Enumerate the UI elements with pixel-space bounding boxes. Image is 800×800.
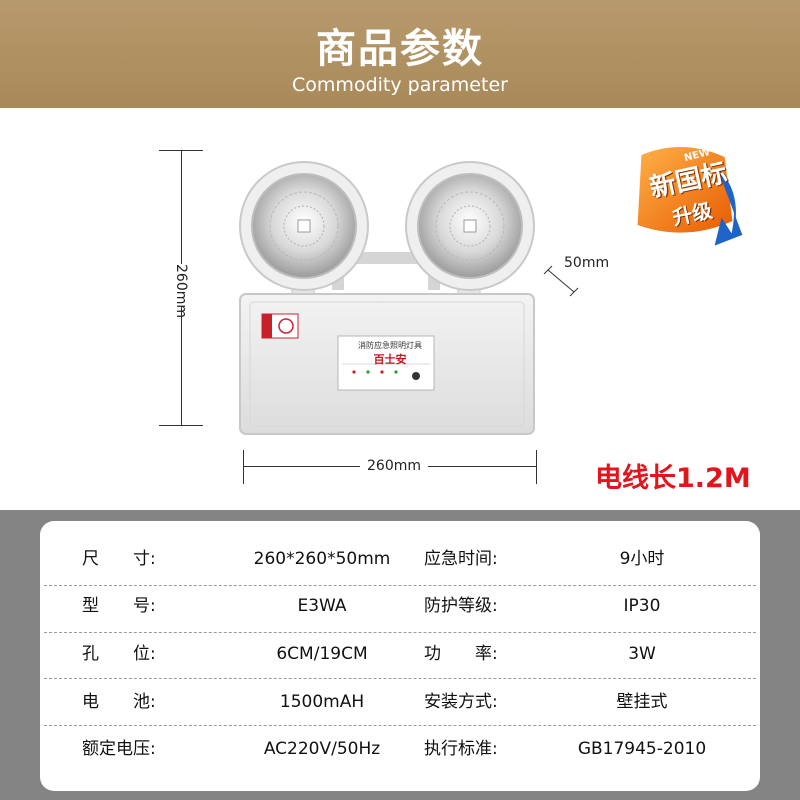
emergency-lamp-image — [239, 161, 535, 435]
depth-dimension-marker — [543, 265, 579, 297]
spec-divider — [44, 632, 756, 633]
spec-value: E3WA — [297, 596, 347, 616]
height-dimension-label: 260mm — [169, 264, 193, 318]
spec-row: 额定电压: AC220V/50Hz 执行标准: GB17945-2010 — [42, 723, 758, 775]
spec-value: IP30 — [623, 596, 661, 616]
spec-divider — [44, 585, 756, 586]
depth-dimension-label: 50mm — [564, 255, 610, 271]
spec-table-card — [40, 521, 760, 791]
spec-value: AC220V/50Hz — [263, 739, 381, 759]
spec-label: 执行标准: — [424, 739, 498, 759]
spec-divider — [44, 725, 756, 726]
width-dimension-cap-right — [536, 450, 537, 484]
spec-value: 9小时 — [619, 549, 665, 569]
height-dimension-cap-bottom — [159, 425, 203, 426]
spec-value: 3W — [628, 644, 656, 664]
spec-value: 6CM/19CM — [276, 644, 368, 664]
height-dimension-cap-top — [159, 150, 203, 151]
spec-label: 型 号: — [82, 596, 156, 616]
spec-row: 尺 寸: 260*260*50mm 应急时间: 9小时 — [42, 533, 758, 585]
spec-value: GB17945-2010 — [577, 739, 707, 759]
width-dimension-label: 260mm — [360, 457, 428, 475]
spec-label: 功 率: — [424, 644, 498, 664]
page-title: 商品参数 — [316, 26, 484, 72]
lamp-panel-brand: 百士安 — [373, 353, 407, 366]
width-dimension-cap-left — [243, 450, 244, 484]
spec-row: 孔 位: 6CM/19CM 功 率: 3W — [42, 628, 758, 680]
header-banner: 商品参数 Commodity parameter — [0, 0, 800, 108]
spec-divider — [44, 678, 756, 679]
spec-label: 额定电压: — [82, 739, 156, 759]
spec-value: 1500mAH — [279, 692, 365, 712]
spec-label: 应急时间: — [424, 549, 498, 569]
spec-label: 安装方式: — [424, 692, 498, 712]
spec-value: 壁挂式 — [616, 692, 668, 712]
spec-label: 防护等级: — [424, 596, 498, 616]
spec-value: 260*260*50mm — [253, 549, 391, 569]
spec-row: 型 号: E3WA 防护等级: IP30 — [42, 580, 758, 632]
page-subtitle: Commodity parameter — [292, 74, 508, 96]
spec-label: 尺 寸: — [82, 549, 156, 569]
spec-row: 电 池: 1500mAH 安装方式: 壁挂式 — [42, 676, 758, 728]
new-standard-badge — [634, 144, 743, 246]
cable-length-note: 电线长1.2M — [595, 463, 751, 494]
spec-label: 孔 位: — [82, 644, 156, 664]
lamp-panel-title: 消防应急照明灯具 — [358, 341, 422, 350]
spec-label: 电 池: — [82, 692, 156, 712]
